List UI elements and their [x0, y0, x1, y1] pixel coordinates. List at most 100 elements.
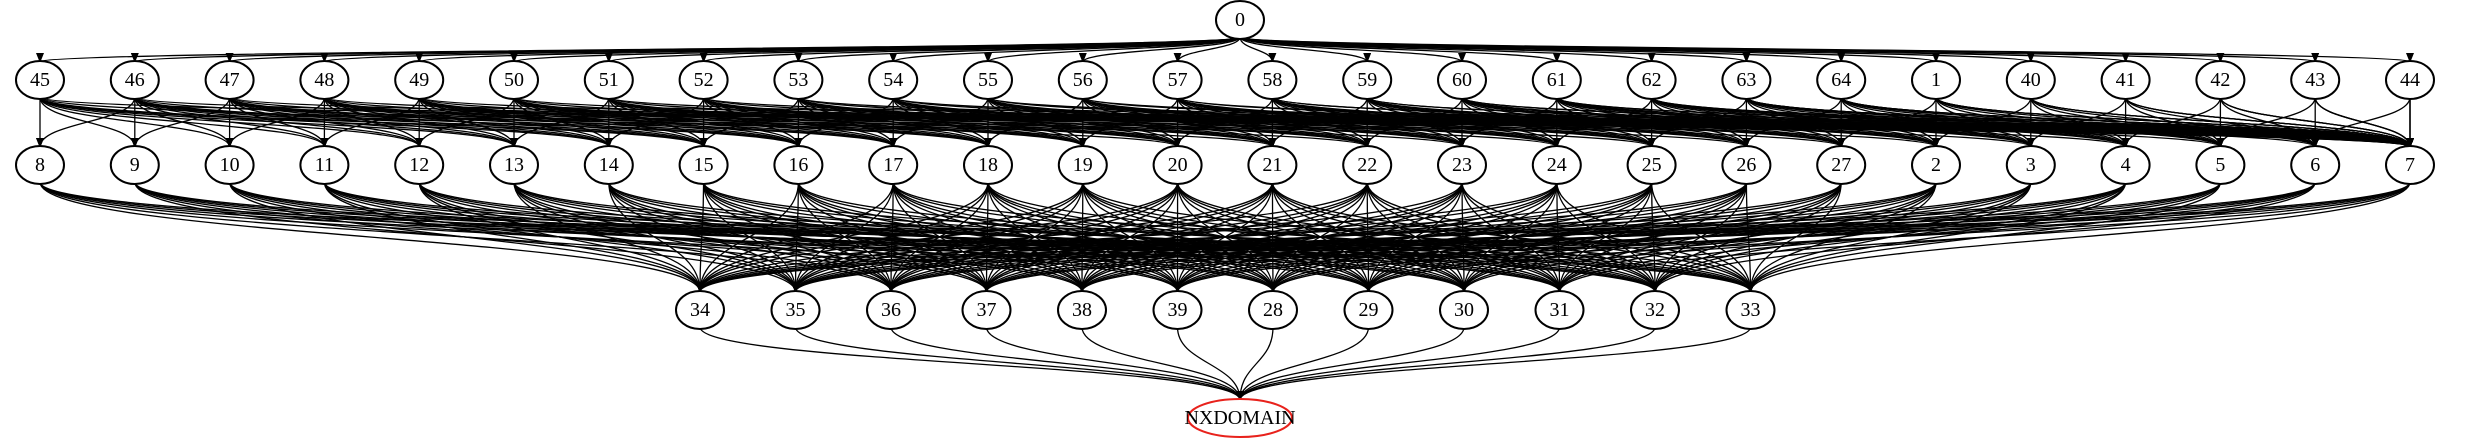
edge-0-to-44	[1239, 36, 2414, 63]
edge-16-to-34	[696, 181, 800, 293]
node-4: 4	[2100, 145, 2151, 185]
node-ellipse	[2195, 60, 2246, 100]
node-ellipse	[1531, 60, 1582, 100]
node-label: 64	[1831, 69, 1851, 91]
edge-0-to-56	[1078, 36, 1241, 63]
node-5: 5	[2195, 145, 2246, 185]
edge-18-to-34	[696, 181, 989, 293]
edge-25-to-28	[1269, 181, 1653, 293]
node-ellipse	[1816, 60, 1867, 100]
edge-61-to-23	[1458, 96, 1558, 148]
edge-2-to-31	[1555, 181, 1937, 293]
edge-50-to-12	[415, 96, 515, 148]
node-label: 6	[2310, 154, 2320, 176]
node-45: 45	[15, 60, 65, 100]
node-label: 63	[1736, 69, 1756, 91]
node-32: 32	[1630, 290, 1680, 330]
node-label: 5	[2215, 154, 2225, 176]
edge-1-to-27	[1837, 96, 1937, 148]
edge-0-to-59	[1239, 36, 1372, 63]
node-ellipse	[489, 60, 539, 100]
edge-34-to-NXDOMAIN	[699, 326, 1244, 401]
node-label: 10	[220, 154, 240, 176]
node-ellipse	[1247, 60, 1298, 100]
node-label: 56	[1073, 69, 1093, 91]
node-ellipse	[1152, 290, 1203, 330]
node-label: 7	[2405, 154, 2415, 176]
node-ellipse	[2385, 145, 2435, 185]
edge-6-to-34	[696, 181, 2316, 293]
node-label: 17	[883, 154, 903, 176]
node-15: 15	[678, 145, 729, 185]
node-label: 24	[1547, 154, 1567, 176]
node-29: 29	[1343, 290, 1394, 330]
node-label: 1	[1931, 69, 1941, 91]
node-8: 8	[15, 145, 65, 185]
edge-51-to-13	[510, 96, 610, 148]
node-label: 4	[2121, 154, 2131, 176]
edge-24-to-39	[1173, 181, 1558, 293]
node-label: 60	[1452, 69, 1472, 91]
node-ellipse	[1215, 0, 1265, 40]
node-18: 18	[963, 145, 1013, 185]
edge-24-to-34	[696, 181, 1558, 293]
node-9: 9	[109, 145, 160, 185]
node-label: 39	[1168, 299, 1188, 321]
edge-7-to-37	[982, 181, 2411, 293]
node-31: 31	[1534, 290, 1585, 330]
node-16: 16	[773, 145, 824, 185]
node-label: 54	[883, 69, 903, 91]
edge-7-to-31	[1555, 181, 2411, 293]
edge-11-to-34	[323, 181, 704, 293]
node-ellipse	[2100, 60, 2151, 100]
node-ellipse	[868, 60, 919, 100]
node-label: 33	[1741, 299, 1761, 321]
node-label: 21	[1262, 154, 1282, 176]
node-6: 6	[2290, 145, 2341, 185]
edge-14-to-34	[608, 181, 704, 293]
node-62: 62	[1626, 60, 1677, 100]
node-label: 27	[1831, 154, 1851, 176]
node-ellipse	[2195, 145, 2246, 185]
node-35: 35	[770, 290, 821, 330]
node-label: 18	[978, 154, 998, 176]
node-label: 62	[1642, 69, 1662, 91]
node-ellipse	[1721, 145, 1772, 185]
edge-7-to-29	[1364, 181, 2411, 293]
node-39: 39	[1152, 290, 1203, 330]
edge-10-to-34	[228, 181, 704, 293]
edge-0-to-54	[889, 36, 1241, 63]
node-10: 10	[204, 145, 255, 185]
node-label: 15	[694, 154, 714, 176]
node-21: 21	[1247, 145, 1298, 185]
edge-7-to-39	[1173, 181, 2411, 293]
edge-55-to-17	[889, 96, 989, 148]
node-ellipse	[1531, 145, 1582, 185]
node-ellipse	[770, 290, 821, 330]
node-label: 43	[2305, 69, 2325, 91]
node-12: 12	[394, 145, 445, 185]
node-ellipse	[773, 145, 824, 185]
node-ellipse	[866, 290, 916, 330]
node-ellipse	[2005, 60, 2056, 100]
edge-35-to-NXDOMAIN	[794, 326, 1244, 401]
node-48: 48	[299, 60, 350, 100]
edge-28-to-NXDOMAIN	[1236, 326, 1274, 401]
node-ellipse	[109, 145, 160, 185]
node-60: 60	[1437, 60, 1487, 100]
node-label: 31	[1550, 299, 1570, 321]
node-ellipse	[1247, 145, 1298, 185]
edge-8-to-34	[39, 181, 704, 293]
node-52: 52	[678, 60, 729, 100]
node-40: 40	[2005, 60, 2056, 100]
node-13: 13	[489, 145, 539, 185]
edge-21-to-36	[887, 181, 1274, 293]
node-54: 54	[868, 60, 919, 100]
node-ellipse	[299, 145, 350, 185]
node-58: 58	[1247, 60, 1298, 100]
node-ellipse	[1057, 290, 1107, 330]
node-64: 64	[1816, 60, 1867, 100]
node-3: 3	[2005, 145, 2056, 185]
node-label: 48	[314, 69, 334, 91]
node-label: 32	[1645, 299, 1665, 321]
